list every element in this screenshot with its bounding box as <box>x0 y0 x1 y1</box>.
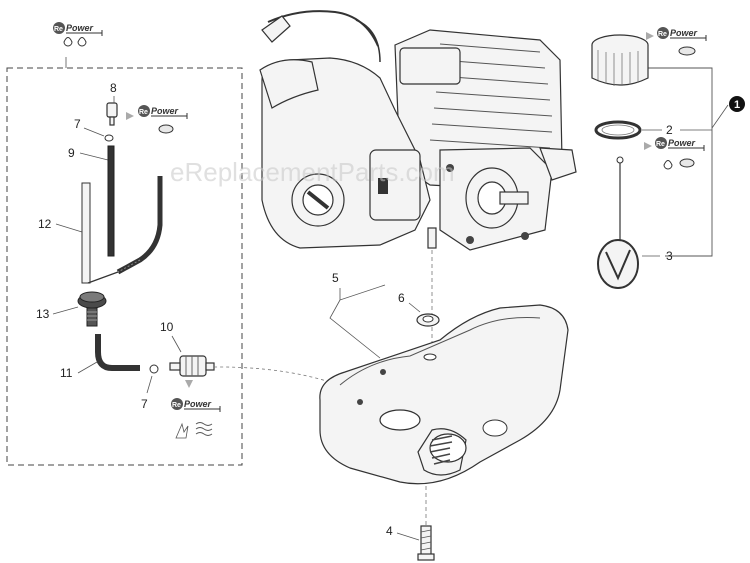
part-6-grommet <box>416 313 440 327</box>
repower-logo-kit: Re Power <box>53 22 103 47</box>
engine-assembly <box>259 10 577 251</box>
svg-text:Power: Power <box>670 28 698 38</box>
repower-logo-cap: Re Power <box>657 27 707 56</box>
part-12-tube <box>81 182 91 284</box>
part-fuel-cap <box>591 34 649 86</box>
callout-10: 10 <box>160 320 174 334</box>
part-4-screw <box>417 525 435 561</box>
callout-7-upper: 7 <box>74 117 81 131</box>
callout-5: 5 <box>332 271 339 285</box>
svg-text:Power: Power <box>668 138 696 148</box>
callout-7-lower: 7 <box>141 397 148 411</box>
part-8-fitting <box>106 102 118 126</box>
callout-11: 11 <box>60 366 73 380</box>
svg-text:Power: Power <box>66 23 94 33</box>
part-7-o-ring-lower <box>149 364 159 374</box>
callout-9: 9 <box>68 146 75 160</box>
callout-5-leader <box>329 284 386 359</box>
callout-3: 3 <box>666 249 673 263</box>
part-9-fuel-line <box>107 145 115 257</box>
part-5-fuel-tank <box>319 304 569 485</box>
arrow-icon <box>646 32 654 40</box>
callout-4: 4 <box>386 524 393 538</box>
callout-1-badge <box>729 96 745 112</box>
svg-text:Re: Re <box>658 31 667 38</box>
arrow-icon <box>126 112 134 120</box>
callout-1-bracket <box>640 67 713 257</box>
svg-text:Re: Re <box>139 109 148 116</box>
fuel-line-kit-box <box>6 67 243 466</box>
arrow-icon <box>644 142 652 150</box>
fuel-line-curved <box>116 176 163 275</box>
callout-12: 12 <box>38 217 52 231</box>
svg-text:Re: Re <box>172 402 181 409</box>
part-2-gasket <box>594 120 642 140</box>
part-13-grommet <box>77 291 107 327</box>
part-7-o-ring-upper <box>104 134 114 142</box>
svg-text:Re: Re <box>656 141 665 148</box>
callout-2: 2 <box>666 123 673 137</box>
svg-text:Power: Power <box>151 106 179 116</box>
repower-logo-8: Re Power <box>138 105 188 134</box>
callout-6: 6 <box>398 291 405 305</box>
part-10-fuel-filter <box>169 355 215 377</box>
repower-logo-10: Re Power <box>171 398 221 439</box>
svg-text:Re: Re <box>54 26 63 33</box>
svg-text:Power: Power <box>184 399 212 409</box>
callout-8: 8 <box>110 81 117 95</box>
callout-1: 1 <box>734 99 740 111</box>
routing-line <box>213 366 389 409</box>
arrow-icon <box>185 380 193 388</box>
repower-logo-gasket: Re Power <box>655 137 705 170</box>
watermark: eReplacementParts.com <box>170 157 455 187</box>
callout-13: 13 <box>36 307 50 321</box>
part-11-pickup-line <box>95 334 140 371</box>
tank-filler-neck <box>417 428 467 476</box>
part-3-strainer <box>597 156 639 289</box>
